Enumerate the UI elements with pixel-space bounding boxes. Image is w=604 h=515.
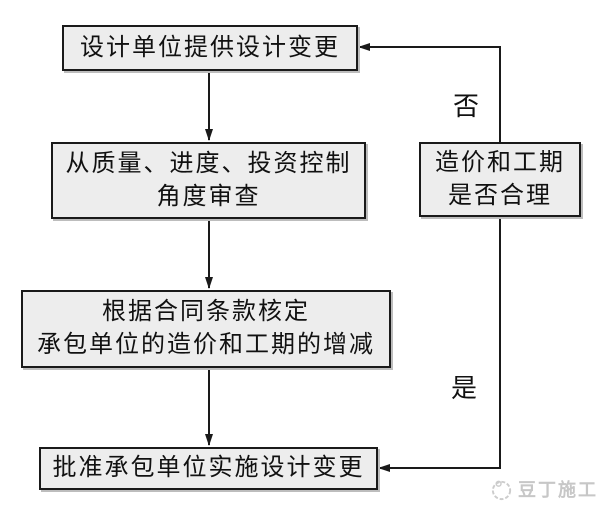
edge-label-yes: 是 — [451, 374, 478, 403]
node-review-label-line2: 角度审查 — [156, 183, 261, 210]
node-decision-label-line2: 是否合理 — [448, 182, 552, 209]
node-decision-label-line1: 造价和工期 — [435, 149, 565, 176]
node-decision: 造价和工期 是否合理 — [419, 142, 581, 217]
node-approve: 批准承包单位实施设计变更 — [39, 447, 378, 490]
doudin-logo-icon — [491, 480, 512, 500]
node-verify: 根据合同条款核定 承包单位的造价和工期的增减 — [21, 290, 391, 368]
node-review: 从质量、进度、投资控制 角度审查 — [51, 142, 366, 219]
watermark-text: 豆丁施工 — [518, 480, 598, 500]
node-review-label-line1: 从质量、进度、投资控制 — [65, 150, 352, 177]
node-design-change: 设计单位提供设计变更 — [62, 25, 358, 71]
edge-decision-no-to-design-change — [358, 43, 501, 142]
node-verify-label-line2: 承包单位的造价和工期的增减 — [37, 332, 375, 358]
edge-decision-yes-to-approve — [378, 218, 501, 472]
node-approve-label: 批准承包单位实施设计变更 — [52, 455, 365, 481]
watermark: 豆丁施工 — [489, 476, 598, 502]
node-design-change-label: 设计单位提供设计变更 — [80, 34, 340, 61]
node-verify-label-line1: 根据合同条款核定 — [102, 299, 310, 325]
edge-label-no: 否 — [453, 92, 480, 121]
